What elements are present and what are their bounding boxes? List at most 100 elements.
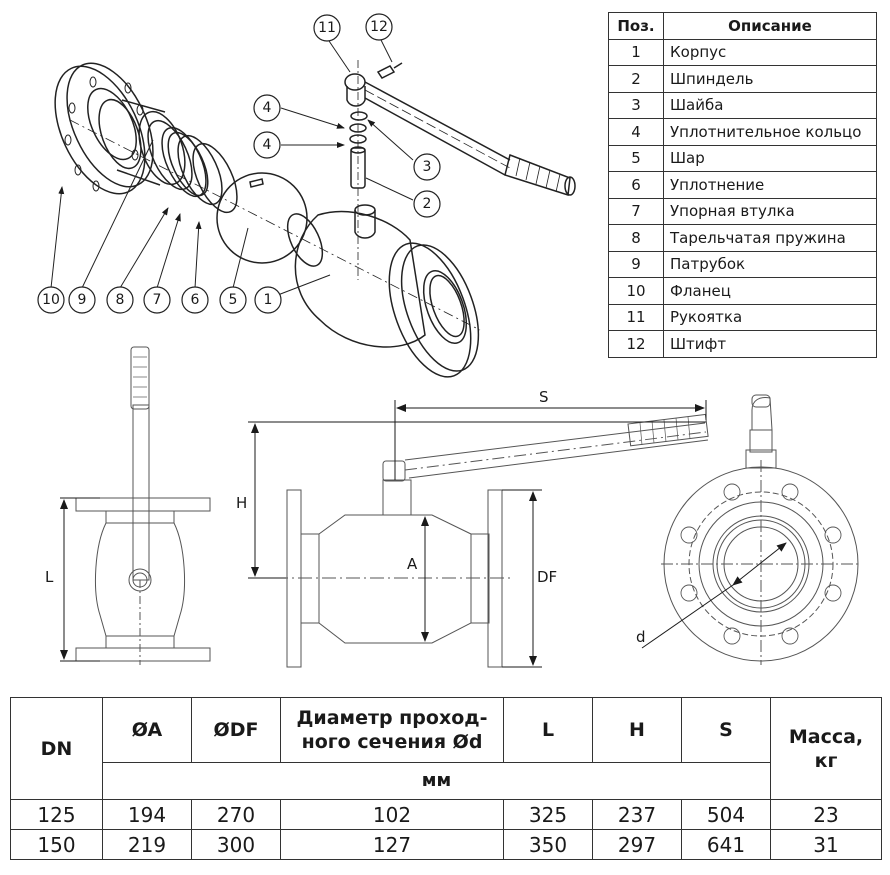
pipe-part xyxy=(98,98,186,186)
callout-12: 12 xyxy=(365,13,393,41)
cell-h: 237 xyxy=(592,799,682,830)
callouts: 10 9 8 7 6 5 1 4 4 3 2 11 12 xyxy=(37,13,441,314)
svg-text:8: 8 xyxy=(116,292,125,308)
callout-11: 11 xyxy=(313,14,341,42)
svg-text:7: 7 xyxy=(153,292,162,308)
front-view xyxy=(250,413,709,668)
part-pos: 6 xyxy=(608,171,664,199)
callout-9: 9 xyxy=(68,286,96,314)
part-pos: 10 xyxy=(608,277,664,305)
cell-df: 300 xyxy=(191,829,281,860)
svg-text:11: 11 xyxy=(318,20,336,36)
part-pos: 7 xyxy=(608,197,664,225)
callout-3: 3 xyxy=(413,153,441,181)
exploded-view xyxy=(50,37,576,378)
callout-5: 5 xyxy=(219,286,247,314)
cell-df: 270 xyxy=(191,799,281,830)
part-desc: Шайба xyxy=(663,91,877,119)
part-desc: Патрубок xyxy=(663,250,877,278)
svg-text:2: 2 xyxy=(423,196,432,212)
header-a: ØA xyxy=(102,697,192,763)
flange-part xyxy=(54,62,154,195)
header-pos: Поз. xyxy=(608,12,664,40)
dimensions-table: DN ØA ØDF Диаметр проход- ного сечения Ø… xyxy=(10,697,882,860)
dimension-H: H xyxy=(236,421,706,579)
body-part xyxy=(286,204,480,378)
cell-dn: 125 xyxy=(10,799,103,830)
dimension-S: S xyxy=(394,388,707,480)
svg-text:4: 4 xyxy=(263,100,272,116)
cell-bore: 127 xyxy=(280,829,504,860)
dims-unit-row: мм xyxy=(11,762,882,800)
svg-text:1: 1 xyxy=(264,292,273,308)
callout-7: 7 xyxy=(143,286,171,314)
top-view xyxy=(75,346,211,665)
dimension-label-L: L xyxy=(45,568,54,586)
part-desc: Фланец xyxy=(663,277,877,305)
header-bore: Диаметр проход- ного сечения Ød xyxy=(280,697,504,763)
svg-text:12: 12 xyxy=(370,19,388,35)
technical-drawing: 10 9 8 7 6 5 1 4 4 3 2 11 12 L xyxy=(37,13,861,668)
part-pos: 11 xyxy=(608,303,664,331)
part-desc: Тарельчатая пружина xyxy=(663,224,877,252)
header-mass-line1: Масса, xyxy=(788,725,864,748)
svg-text:4: 4 xyxy=(263,137,272,153)
svg-text:10: 10 xyxy=(42,292,60,308)
side-view xyxy=(661,394,861,665)
table-row: 150 219 300 127 350 297 641 31 xyxy=(10,829,882,860)
header-h: H xyxy=(592,697,682,763)
header-dn: DN xyxy=(10,697,103,800)
dimension-A: A xyxy=(407,516,429,642)
svg-text:9: 9 xyxy=(78,292,87,308)
callout-10: 10 xyxy=(37,286,65,314)
part-desc: Уплотнение xyxy=(663,171,877,199)
dimension-d: d xyxy=(636,542,787,649)
dimension-label-d: d xyxy=(636,628,646,646)
svg-text:3: 3 xyxy=(423,159,432,175)
dimension-label-S: S xyxy=(539,388,549,406)
part-pos: 1 xyxy=(608,38,664,66)
part-pos: 8 xyxy=(608,224,664,252)
callout-8: 8 xyxy=(106,286,134,314)
callout-6: 6 xyxy=(181,286,209,314)
parts-table-header: Поз. Описание xyxy=(608,12,877,40)
dimension-L: L xyxy=(45,497,100,662)
svg-text:5: 5 xyxy=(229,292,238,308)
part-pos: 9 xyxy=(608,250,664,278)
header-s: S xyxy=(681,697,771,763)
part-pos: 2 xyxy=(608,65,664,93)
callout-leaders xyxy=(50,37,414,299)
ball-part xyxy=(216,172,308,264)
part-pos: 12 xyxy=(608,330,664,358)
part-pos: 5 xyxy=(608,144,664,172)
dimension-label-A: A xyxy=(407,555,418,573)
part-desc: Шпиндель xyxy=(663,65,877,93)
callout-4a: 4 xyxy=(253,94,281,122)
stem-part xyxy=(349,60,368,280)
cell-bore: 102 xyxy=(280,799,504,830)
dimension-DF: DF xyxy=(502,489,557,668)
dimension-label-DF: DF xyxy=(537,568,557,586)
cell-l: 325 xyxy=(503,799,593,830)
header-l: L xyxy=(503,697,593,763)
part-pos: 4 xyxy=(608,118,664,146)
dims-header-row: DN ØA ØDF Диаметр проход- ного сечения Ø… xyxy=(10,697,882,800)
header-unit: мм xyxy=(102,762,771,800)
header-mass: Масса, кг xyxy=(770,697,882,800)
callout-1: 1 xyxy=(254,286,282,314)
cell-s: 641 xyxy=(681,829,771,860)
cell-l: 350 xyxy=(503,829,593,860)
dimension-label-H: H xyxy=(236,494,247,512)
rings-parts xyxy=(147,119,238,214)
header-mass-line2: кг xyxy=(814,749,838,772)
